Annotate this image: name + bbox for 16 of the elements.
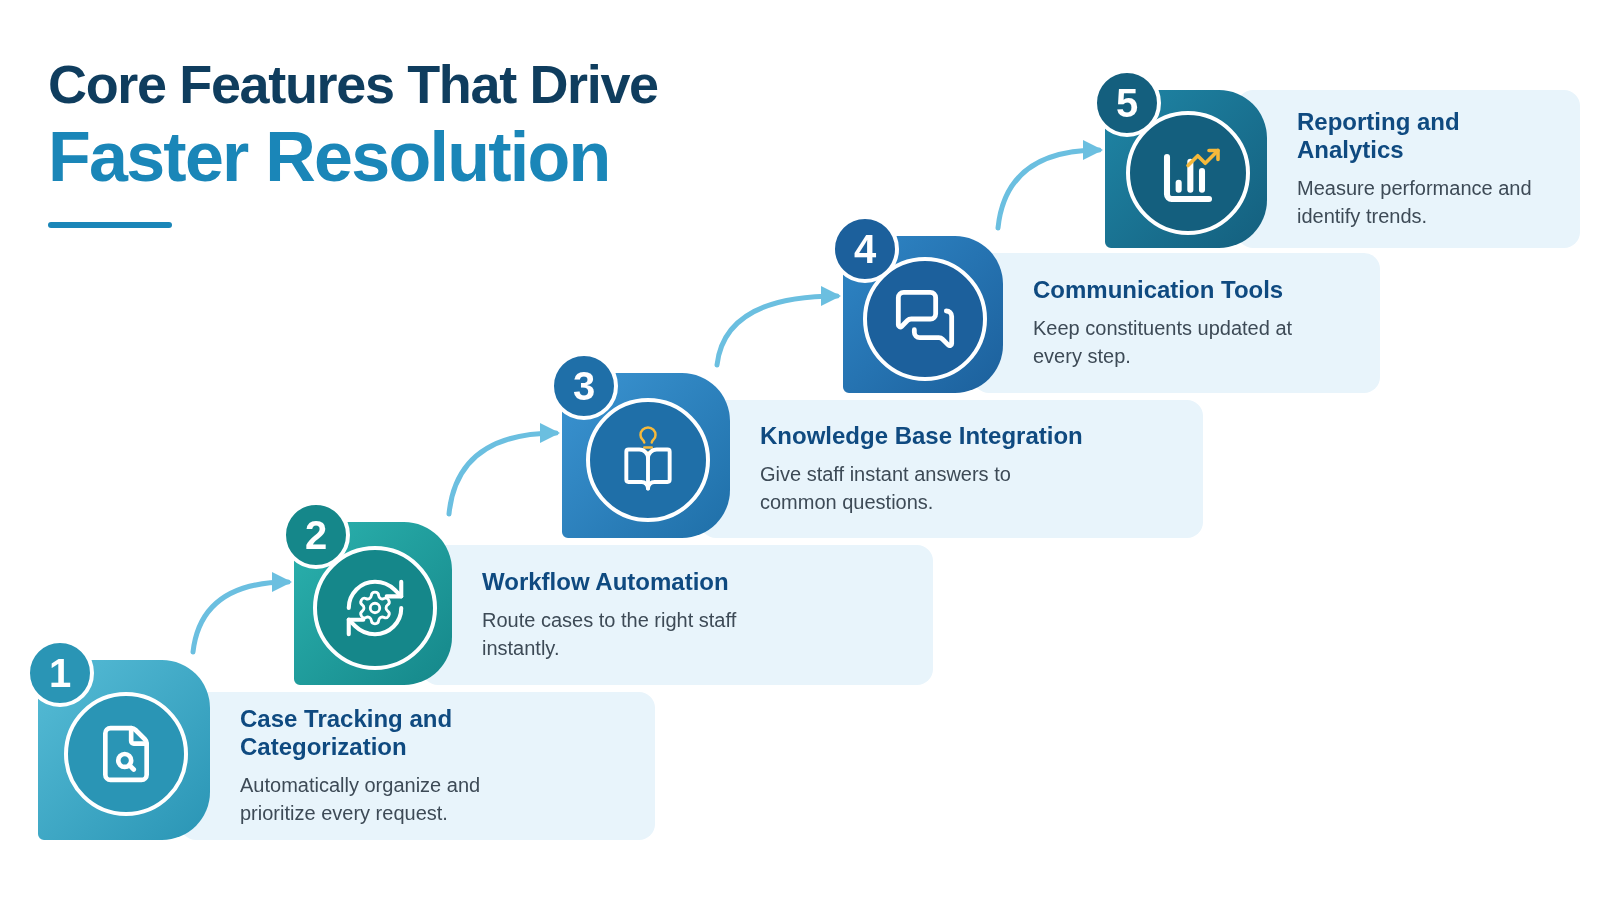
step-heading: Workflow Automation xyxy=(482,568,730,596)
step-description: Measure performance and identify trends. xyxy=(1297,176,1533,229)
curved-arrow xyxy=(446,423,560,517)
step-heading: Knowledge Base Integration xyxy=(760,422,1084,450)
step-heading: Communication Tools xyxy=(1033,276,1285,304)
step-heading: Reporting and Analytics xyxy=(1297,108,1461,164)
step-description: Give staff instant answers to common questions. xyxy=(760,462,1012,515)
curved-arrow xyxy=(995,140,1103,231)
step-description: Keep constituents updated at every step. xyxy=(1033,316,1294,369)
title-highlight: Faster Resolution xyxy=(48,117,611,198)
step-description: Automatically organize and prioritize every request. xyxy=(240,773,482,826)
title: Core Features That Drive xyxy=(48,53,658,116)
curved-arrow xyxy=(714,286,841,368)
step-heading: Case Tracking and Categorization xyxy=(240,705,454,761)
curved-arrow xyxy=(190,572,292,655)
step-description: Route cases to the right staff instantly. xyxy=(482,608,738,661)
